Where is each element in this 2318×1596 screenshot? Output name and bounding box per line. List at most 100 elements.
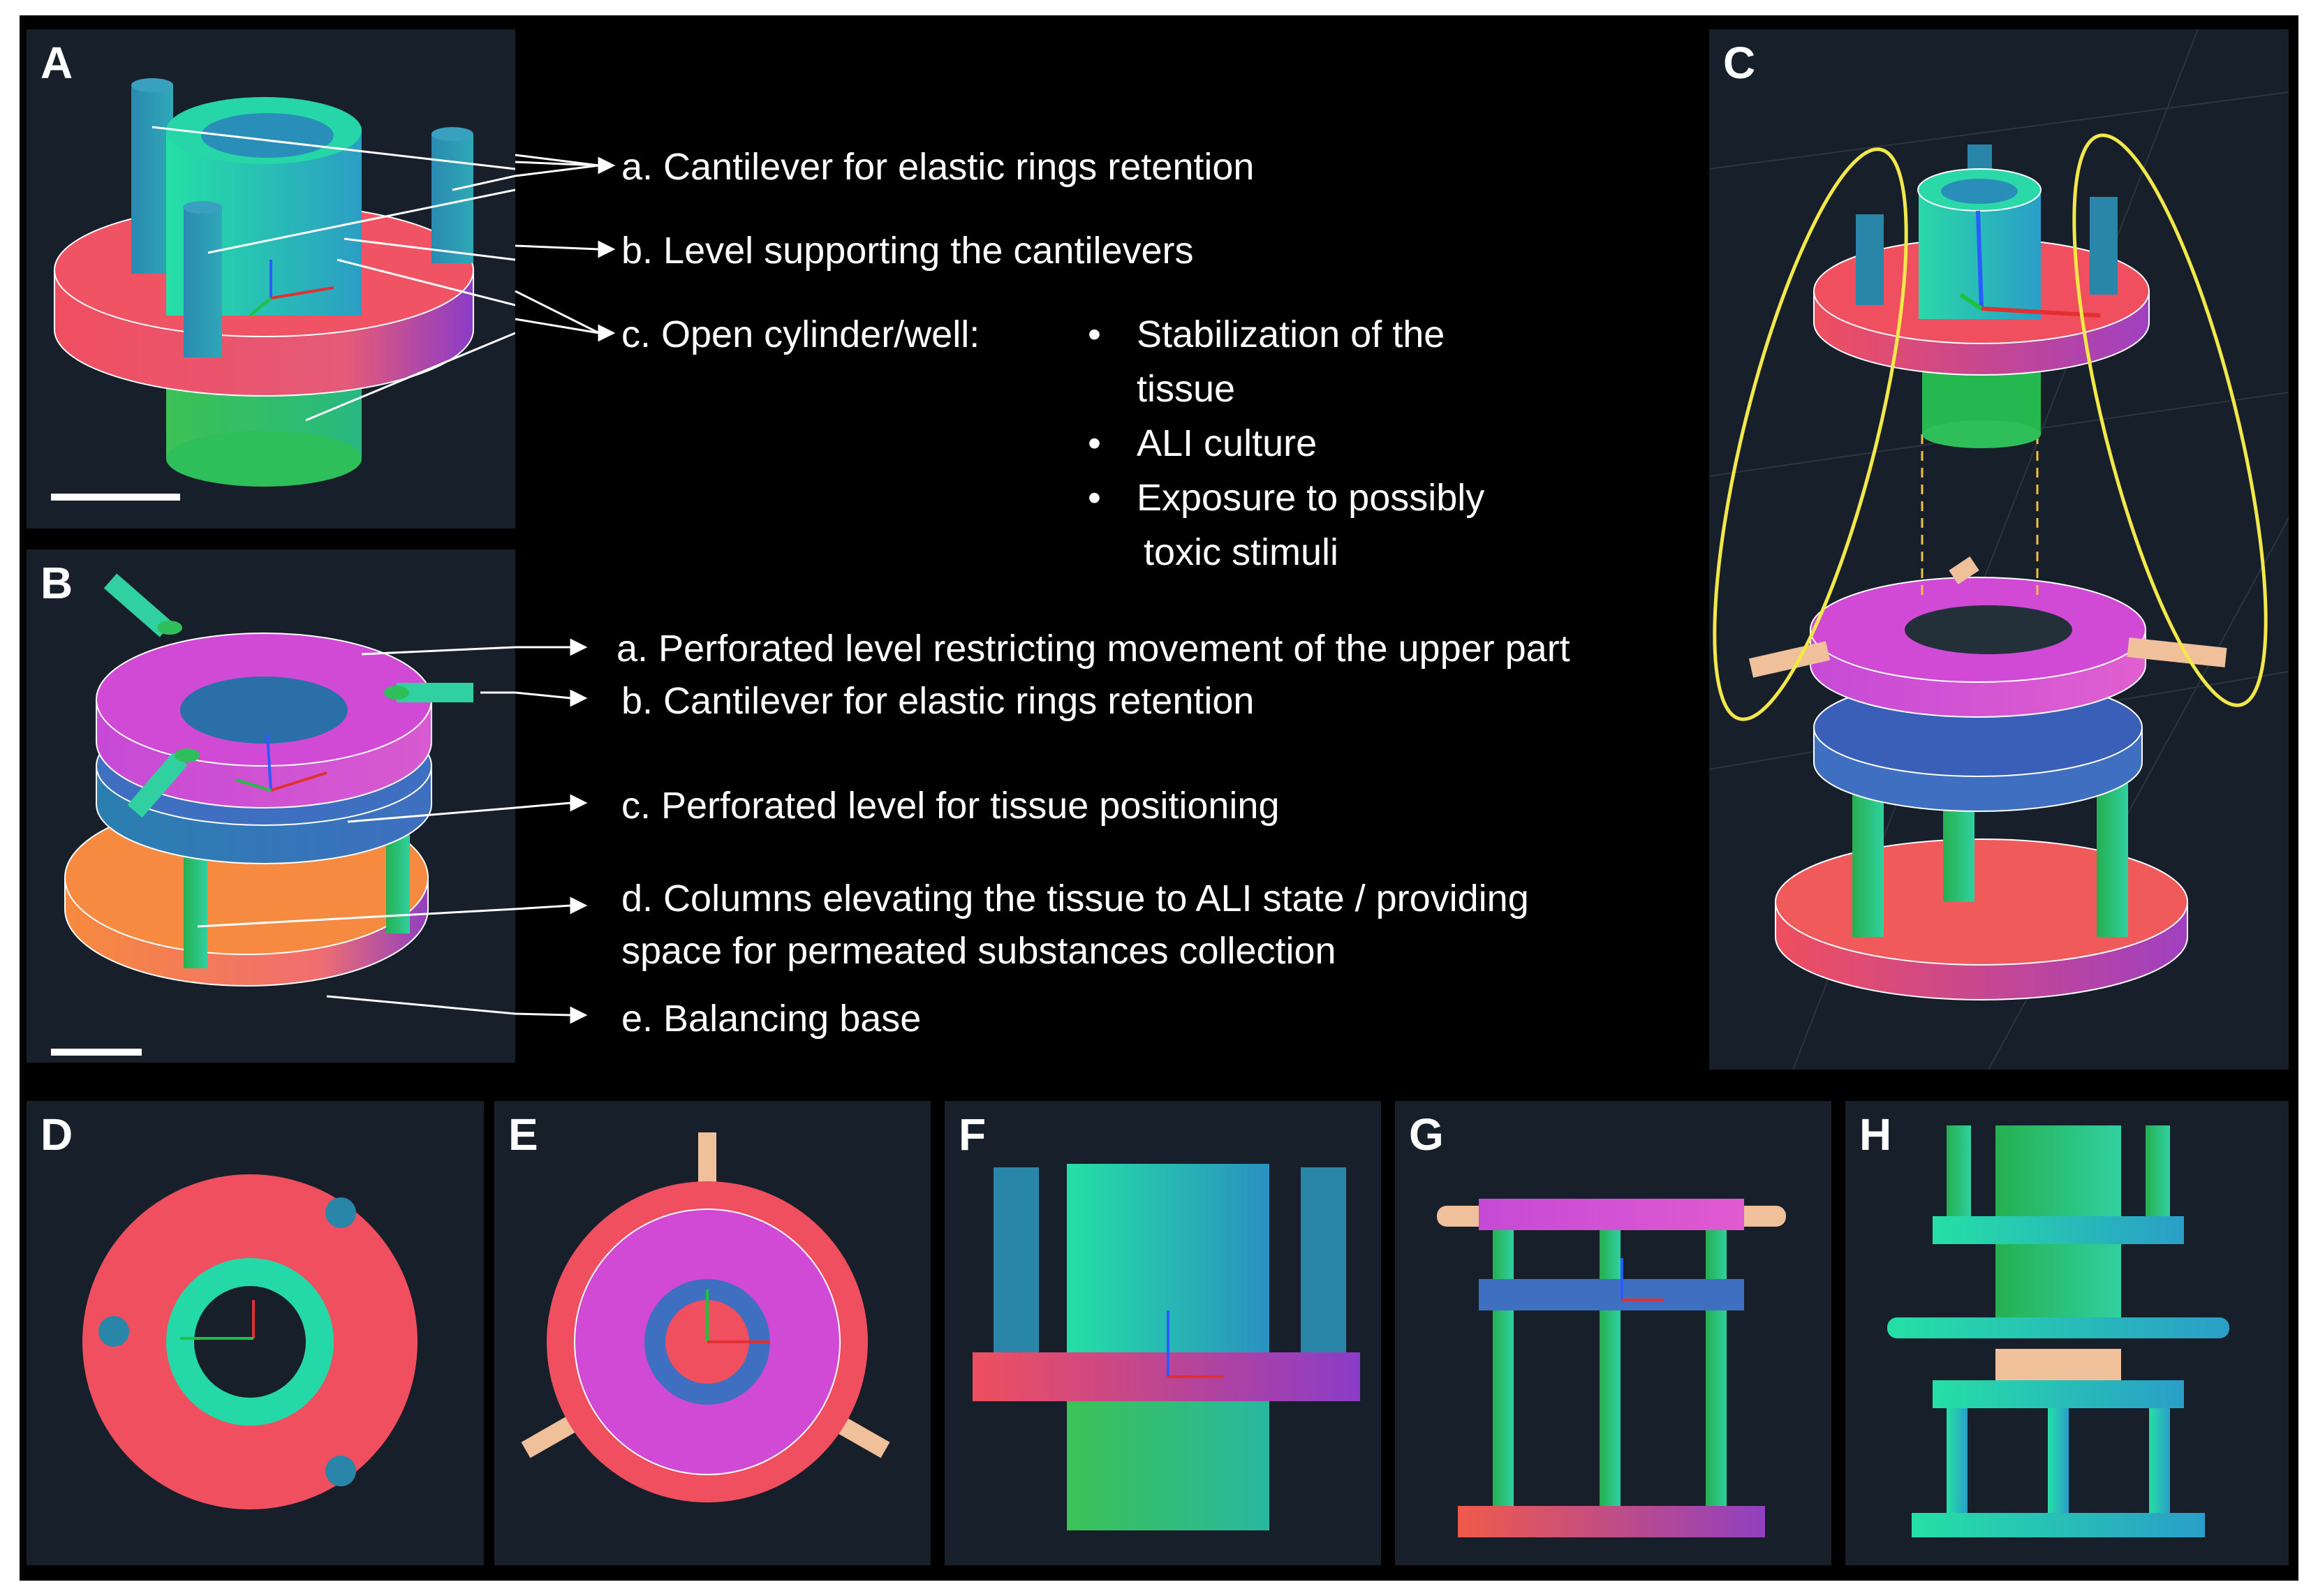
column <box>1947 1408 1968 1513</box>
annotation-a-cantilever: a. Cantilever for elastic rings retentio… <box>621 146 1255 188</box>
bullet-stabilization-1: Stabilization of the <box>1137 313 1445 355</box>
well-hole-topview <box>194 1286 306 1398</box>
panel-d-drawing <box>82 1174 418 1509</box>
cantilever-pin <box>1949 556 1979 584</box>
cantilever-hole <box>384 686 409 700</box>
annotation-b-perforated-restricting: a. Perforated level restricting movement… <box>617 628 1570 670</box>
column <box>1493 1227 1514 1506</box>
restricting-level-hole <box>180 677 348 744</box>
cantilever-pin <box>1887 1317 2229 1338</box>
bullet-symbol: • <box>1088 313 1101 355</box>
cantilever-pin <box>2146 1125 2170 1216</box>
column <box>2048 1408 2069 1513</box>
panel-b: B <box>27 549 515 1063</box>
annotation-b-balancing-base: e. Balancing base <box>621 998 922 1040</box>
cantilever-pin <box>2090 197 2118 295</box>
column <box>2149 1408 2170 1513</box>
panel-a-drawing <box>51 78 515 501</box>
panel-label-a: A <box>40 38 73 88</box>
bullet-exposure-1: Exposure to possibly <box>1137 477 1485 519</box>
panel-g-drawing <box>1437 1199 1786 1537</box>
panel-c-drawing <box>1709 29 2289 1070</box>
highlight-loop-left <box>1713 147 1908 721</box>
tissue-level-side <box>1933 1380 2184 1408</box>
tissue-level-side <box>1479 1279 1744 1310</box>
ucs-axis-icon <box>1621 1258 1664 1301</box>
annotation-b-cantilever: b. Cantilever for elastic rings retentio… <box>621 680 1255 722</box>
highlight-loop-right <box>2072 133 2268 707</box>
panel-h-drawing <box>1887 1125 2229 1537</box>
well-lower-bottom <box>1922 420 2041 448</box>
annotation-a-open-cylinder: c. Open cylinder/well: <box>621 313 980 355</box>
cantilever-hole <box>157 621 182 635</box>
panel-f-drawing <box>973 1164 1360 1530</box>
cantilever-pin <box>127 752 188 818</box>
bullet-symbol: • <box>1088 477 1101 519</box>
restricting-level-hole <box>1905 605 2072 654</box>
bullet-exposure-2: toxic stimuli <box>1144 531 1339 573</box>
ucs-axis-icon <box>706 1290 770 1343</box>
ucs-axis-icon <box>1167 1310 1224 1378</box>
ucs-axis-icon <box>180 1300 255 1340</box>
scale-bar <box>51 494 180 501</box>
panel-a: A <box>27 29 515 529</box>
cantilever-pin <box>994 1167 1039 1352</box>
cantilever-pin-topview <box>325 1456 356 1486</box>
cantilever-pin <box>1301 1167 1346 1352</box>
panel-label-g: G <box>1409 1109 1444 1160</box>
cantilever-pin <box>184 207 222 357</box>
cantilever-pin-top <box>431 127 473 141</box>
panel-label-f: F <box>959 1109 987 1160</box>
cantilever-hole <box>175 748 200 762</box>
cantilever-pin-topview <box>98 1316 129 1347</box>
column <box>1706 1227 1727 1506</box>
panel-g: G <box>1395 1101 1831 1565</box>
balancing-base-side <box>1458 1506 1765 1537</box>
support-level-side <box>1933 1216 2184 1244</box>
column <box>1600 1227 1621 1506</box>
cantilever-pin-top <box>183 201 222 214</box>
ucs-axis-icon <box>235 734 327 792</box>
panel-label-c: C <box>1723 38 1756 88</box>
open-cylinder-well <box>1995 1125 2121 1216</box>
cantilever-pin <box>103 573 173 637</box>
tissue-insert <box>1995 1349 2121 1380</box>
cantilever-pin <box>2127 637 2227 667</box>
panel-e: E <box>494 1101 931 1565</box>
open-cylinder-hole <box>201 113 334 158</box>
annotation-b-columns-2: space for permeated substances collectio… <box>621 930 1336 972</box>
balancing-base-side <box>1912 1513 2205 1537</box>
bullet-symbol: • <box>1088 422 1101 464</box>
restricting-level-side <box>1479 1199 1744 1230</box>
panel-label-e: E <box>508 1109 538 1160</box>
annotation-b-columns-1: d. Columns elevating the tissue to ALI s… <box>621 878 1529 919</box>
panel-e-drawing <box>521 1132 890 1502</box>
annotation-a-support-level: b. Level supporting the cantilevers <box>621 230 1194 272</box>
alignment-guides <box>1921 434 2039 602</box>
annotation-b-tissue-level: c. Perforated level for tissue positioni… <box>621 785 1280 827</box>
cantilever-pin <box>1856 214 1884 305</box>
panel-d: D <box>27 1101 484 1565</box>
scale-bar <box>51 1049 142 1056</box>
panel-label-b: B <box>40 558 73 608</box>
panel-h: H <box>1845 1101 2289 1565</box>
open-cylinder-hole <box>1941 179 2018 204</box>
panel-label-d: D <box>40 1109 73 1160</box>
panel-c: C <box>1709 29 2289 1070</box>
panel-label-h: H <box>1859 1109 1892 1160</box>
bullet-ali-culture: ALI culture <box>1137 422 1317 464</box>
cantilever-pin <box>1748 641 1831 678</box>
cantilever-pin <box>431 134 473 263</box>
leader-lines <box>152 126 515 422</box>
cantilever-pin-top <box>131 78 173 92</box>
figure-stage: A <box>20 15 2298 1581</box>
leader-lines <box>197 646 515 1015</box>
support-level-side <box>973 1352 1360 1401</box>
panel-f: F <box>945 1101 1381 1565</box>
bullet-stabilization-2: tissue <box>1137 368 1236 410</box>
ucs-axis-icon <box>249 260 334 317</box>
well-lower-bottom <box>166 431 362 487</box>
well-lower-body <box>1067 1394 1269 1530</box>
panel-b-drawing <box>51 573 515 1056</box>
